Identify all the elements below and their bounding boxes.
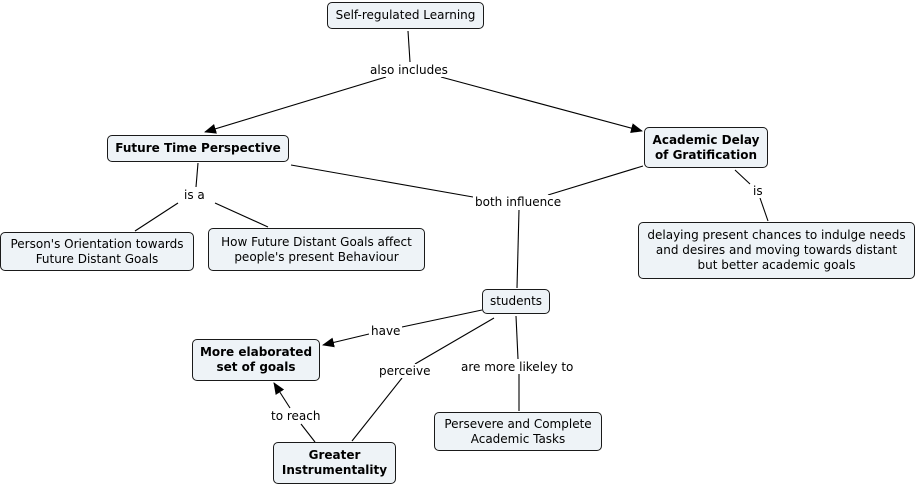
line-adg-to-is — [734, 169, 751, 185]
concept-label: How Future Distant Goals affect people's… — [221, 234, 412, 264]
line-perceive-to-instrumentality — [351, 377, 403, 442]
concept-delaying-present-chances[interactable]: delaying present chances to indulge need… — [638, 222, 915, 279]
line-ftp-to-is-a — [195, 162, 199, 188]
link-also-includes: also includes — [368, 63, 450, 77]
link-to-reach: to reach — [269, 409, 323, 423]
line-both-influence-to-students — [516, 209, 520, 289]
concept-persevere-complete[interactable]: Persevere and Complete Academic Tasks — [434, 412, 602, 451]
line-is-to-delaying — [759, 197, 769, 222]
link-are-more-likeley-to: are more likeley to — [459, 360, 576, 374]
line-instrumentality-to-to-reach — [300, 423, 316, 443]
line-students-to-have — [401, 309, 483, 328]
arrow-to-elaborated — [322, 333, 370, 348]
line-students-to-likeley — [515, 315, 519, 360]
concept-label: delaying present chances to indulge need… — [647, 228, 906, 272]
concept-label: Persevere and Complete Academic Tasks — [444, 416, 592, 446]
concept-future-distant-goals[interactable]: How Future Distant Goals affect people's… — [208, 228, 425, 271]
concept-label: Self-regulated Learning — [335, 8, 476, 22]
concept-self-regulated-learning[interactable]: Self-regulated Learning — [327, 2, 484, 29]
line-is-a-to-orientation — [134, 202, 179, 232]
concept-future-time-perspective[interactable]: Future Time Perspective — [107, 135, 289, 162]
line-adg-to-both-influence — [547, 165, 644, 196]
concept-students[interactable]: students — [482, 289, 550, 314]
line-ftp-to-both-influence — [290, 164, 474, 198]
concept-more-elaborated-goals[interactable]: More elaborated set of goals — [192, 339, 320, 381]
arrow-to-reach-elaborated — [273, 382, 291, 409]
line-is-a-to-future-goals — [214, 202, 269, 228]
line-students-to-perceive — [414, 317, 495, 365]
arrow-to-adg — [440, 76, 643, 133]
link-have: have — [369, 324, 403, 338]
link-perceive: perceive — [377, 364, 433, 378]
concept-persons-orientation[interactable]: Person's Orientation towards Future Dist… — [0, 232, 194, 271]
concept-label: Greater Instrumentality — [281, 448, 388, 477]
concept-label: Future Time Perspective — [115, 141, 281, 155]
concept-label: Academic Delay of Gratification — [652, 132, 760, 162]
concept-label: More elaborated set of goals — [199, 345, 313, 374]
arrow-to-ftp — [204, 76, 387, 134]
link-is-a: is a — [182, 188, 207, 202]
concept-greater-instrumentality[interactable]: Greater Instrumentality — [273, 442, 396, 484]
line-srl-to-also-includes — [407, 30, 411, 63]
link-is: is — [751, 184, 765, 198]
concept-label: Person's Orientation towards Future Dist… — [10, 236, 184, 266]
concept-label: students — [489, 294, 543, 308]
concept-academic-delay-of-gratification[interactable]: Academic Delay of Gratification — [644, 127, 768, 168]
link-both-influence: both influence — [473, 195, 564, 209]
